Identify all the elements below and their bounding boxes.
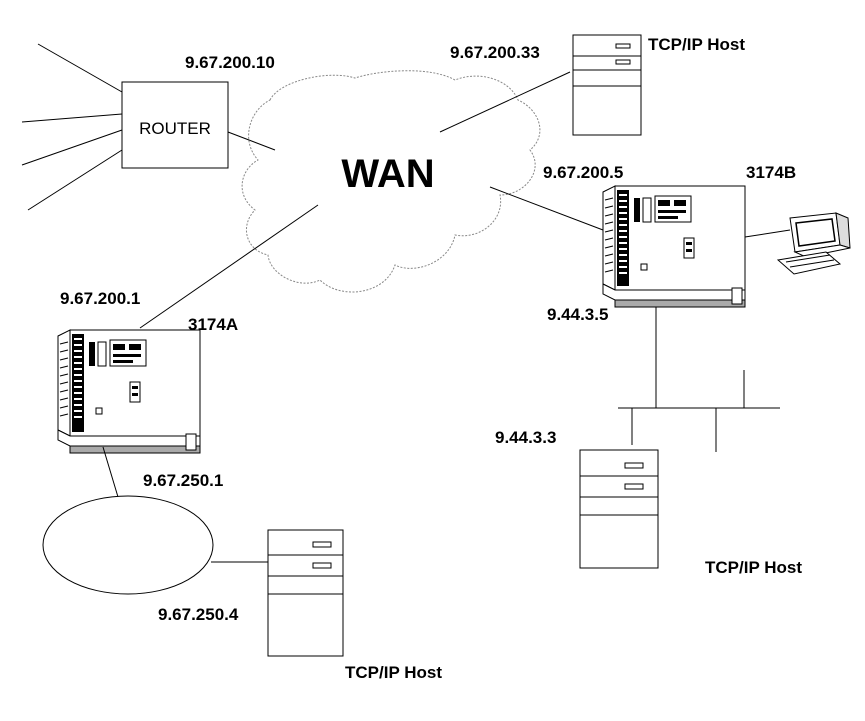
controller-b-lan-ip: 9.44.3.5 <box>547 305 608 324</box>
terminal-link <box>744 229 791 238</box>
router-links <box>21 43 276 211</box>
ring-link-a <box>102 446 119 498</box>
controller-b <box>602 185 746 308</box>
wan-links <box>139 71 604 329</box>
host-lan-label: TCP/IP Host <box>705 558 802 577</box>
router-ip: 9.67.200.10 <box>185 53 275 72</box>
controller-b-wan-ip: 9.67.200.5 <box>543 163 623 182</box>
router: ROUTER <box>121 81 229 169</box>
controller-a-name: 3174A <box>188 315 238 334</box>
host-top <box>572 34 642 136</box>
host-ring <box>267 529 344 657</box>
wan-label: WAN <box>341 152 434 196</box>
controller-b-name: 3174B <box>746 163 796 182</box>
terminal-icon <box>776 212 851 275</box>
controller-a-wan-ip: 9.67.200.1 <box>60 289 140 308</box>
host-lan <box>579 449 659 569</box>
host-top-label: TCP/IP Host <box>648 35 745 54</box>
host-ring-ip: 9.67.250.4 <box>158 605 239 624</box>
token-ring <box>42 495 214 595</box>
controller-a <box>57 329 201 454</box>
controller-a-ring-ip: 9.67.250.1 <box>143 471 223 490</box>
router-label: ROUTER <box>139 119 211 138</box>
router-box <box>121 81 229 169</box>
wan-cloud: WAN <box>241 70 541 293</box>
lan-links <box>618 307 780 452</box>
host-lan-ip: 9.44.3.3 <box>495 428 556 447</box>
host-top-ip: 9.67.200.33 <box>450 43 540 62</box>
host-ring-label: TCP/IP Host <box>345 663 442 682</box>
